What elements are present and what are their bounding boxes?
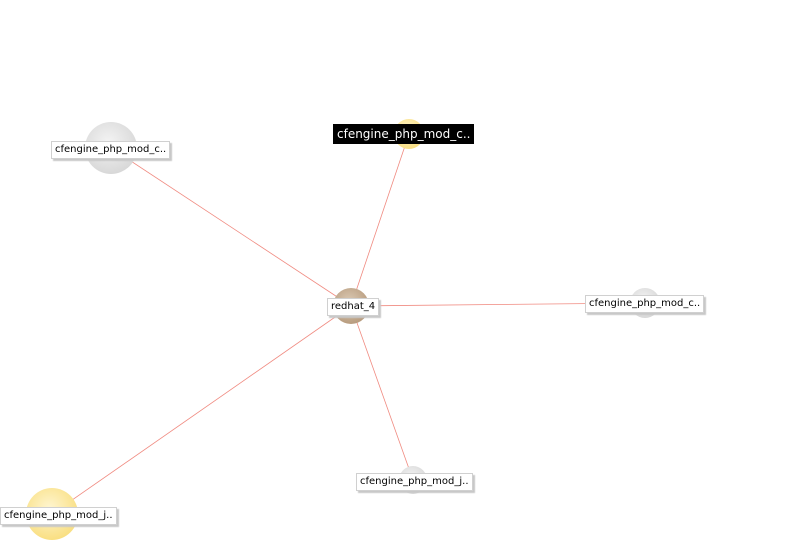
node-label-5[interactable]: cfengine_php_mod_j.. — [0, 507, 117, 525]
edge-n0-n4 — [350, 305, 414, 481]
edge-layer — [51, 133, 646, 515]
edge-n0-n5 — [51, 305, 352, 515]
bubble-layer — [26, 119, 660, 540]
edge-n0-n2 — [350, 133, 410, 307]
node-label-center[interactable]: redhat_4 — [327, 298, 380, 316]
edge-n0-n1 — [110, 147, 352, 307]
node-label-1[interactable]: cfengine_php_mod_c.. — [51, 141, 171, 159]
node-label-2[interactable]: cfengine_php_mod_c.. — [333, 124, 475, 144]
node-label-4[interactable]: cfengine_php_mod_j.. — [356, 473, 473, 491]
node-label-3[interactable]: cfengine_php_mod_c.. — [585, 295, 705, 313]
